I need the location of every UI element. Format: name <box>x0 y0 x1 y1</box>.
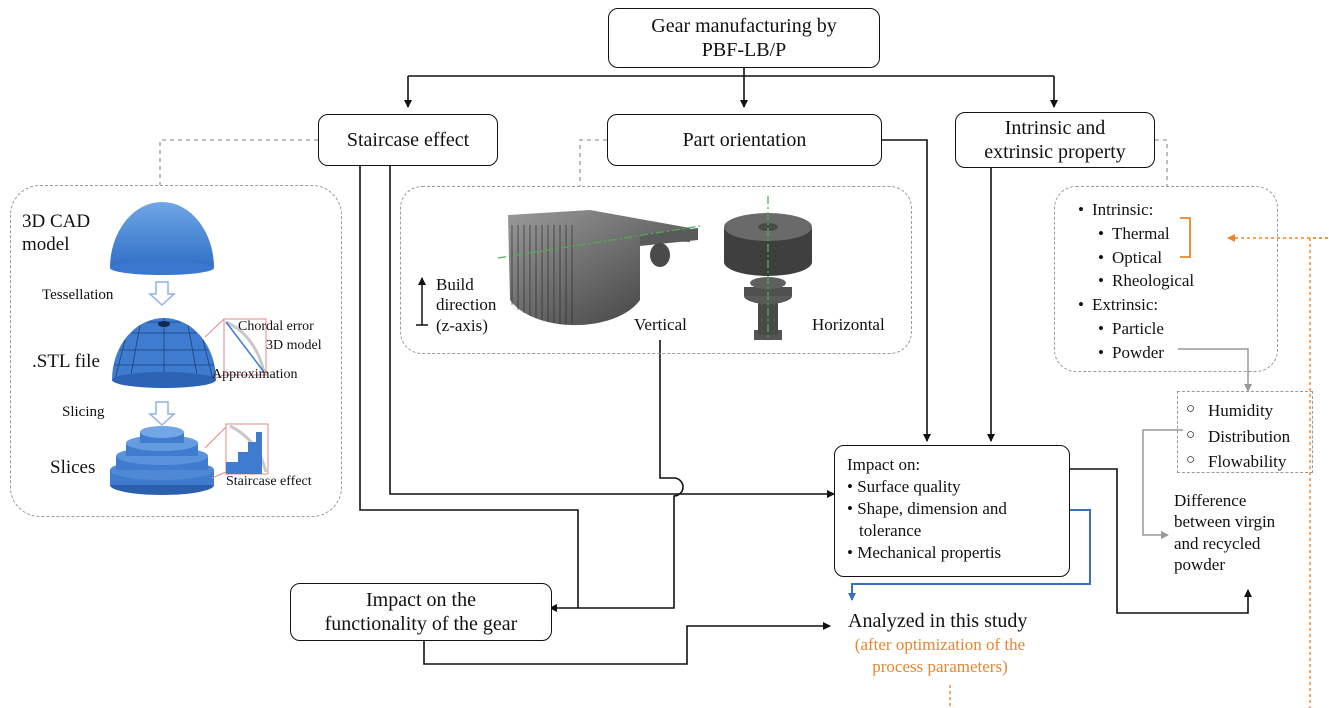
cad-dome-icon <box>110 202 214 275</box>
property-panel <box>1054 186 1278 372</box>
extrinsic-item: Particle <box>1098 317 1194 341</box>
functionality-line-2: functionality of the gear <box>324 613 518 635</box>
impact-item: • Shape, dimension and <box>847 499 1007 519</box>
part-orientation-label: Part orientation <box>682 129 807 151</box>
difference-text: Difference between virgin and recycled p… <box>1174 491 1276 574</box>
staircase-effect-box: Staircase effect <box>318 114 498 166</box>
stl-dome-icon <box>112 318 216 388</box>
tessellation-label: Tessellation <box>42 287 114 303</box>
orientation-panel <box>400 186 912 354</box>
cad-arrow-icon <box>148 281 176 427</box>
gear-manufacturing-box: Gear manufacturing by PBF-LB/P <box>608 8 880 68</box>
top-branch-lines <box>404 68 1058 108</box>
slices-label: Slices <box>50 457 96 478</box>
part-orientation-box: Part orientation <box>607 114 882 166</box>
title-line-1: Gear manufacturing by <box>651 15 837 37</box>
slices-icon <box>110 426 214 495</box>
property-line-2: extrinsic property <box>984 141 1126 163</box>
staircase-lines <box>359 165 835 612</box>
impact-item: tolerance <box>859 521 922 541</box>
vertical-label: Vertical <box>634 315 687 334</box>
chordal-error-icon <box>204 318 267 379</box>
orange-dotted-lines <box>949 234 1328 708</box>
title-line-2: PBF-LB/P <box>701 39 787 61</box>
functionality-line-1: Impact on the <box>366 589 476 611</box>
intrinsic-item: Rheological <box>1098 269 1194 293</box>
impact-heading: Impact on: <box>847 455 921 474</box>
model-3d-label: 3D model <box>266 338 322 353</box>
vertical-gear-image <box>497 210 701 326</box>
property-list: Intrinsic: Thermal Optical Rheological E… <box>1078 198 1194 365</box>
property-line-1: Intrinsic and <box>1004 117 1106 139</box>
build-direction-arrow <box>416 277 428 326</box>
slicing-label: Slicing <box>62 404 105 420</box>
analyzed-label: Analyzed in this study <box>848 610 1028 632</box>
analyzed-note: (after optimization of the process param… <box>854 635 1026 677</box>
approximation-label: Approximation <box>212 367 298 382</box>
impact-item: • Mechanical propertis <box>847 543 1002 563</box>
intrinsic-item: Optical <box>1098 246 1194 270</box>
powder-item: Distribution <box>1186 424 1312 450</box>
stl-file-label: .STL file <box>32 351 100 372</box>
chordal-error-label: Chordal error <box>238 319 314 334</box>
staircase-detail-label: Staircase effect <box>226 474 312 489</box>
powder-item: Humidity <box>1186 398 1312 424</box>
horizontal-label: Horizontal <box>812 315 885 334</box>
extrinsic-heading: Extrinsic: <box>1078 293 1194 317</box>
horizontal-gear-image <box>724 196 812 340</box>
staircase-effect-label: Staircase effect <box>346 129 470 151</box>
build-direction-label: Build direction (z-axis) <box>436 275 497 335</box>
intrinsic-heading: Intrinsic: <box>1078 198 1194 222</box>
impact-item: • Surface quality <box>847 477 961 497</box>
gray-arrows <box>1142 348 1252 539</box>
property-box: Intrinsic and extrinsic property <box>955 112 1155 168</box>
staircase-detail-icon <box>204 423 269 479</box>
extrinsic-item: Powder <box>1098 341 1194 365</box>
powder-item: Flowability <box>1186 449 1312 475</box>
intrinsic-item: Thermal <box>1098 222 1194 246</box>
dashed-connectors <box>159 139 1168 186</box>
functionality-box: Impact on the functionality of the gear <box>290 583 552 641</box>
cad-process-panel <box>10 185 342 517</box>
impact-box: Impact on: • Surface quality • Shape, di… <box>834 445 1070 577</box>
impact-feed-lines <box>423 139 1252 665</box>
powder-property-box: Humidity Distribution Flowability <box>1177 391 1313 473</box>
